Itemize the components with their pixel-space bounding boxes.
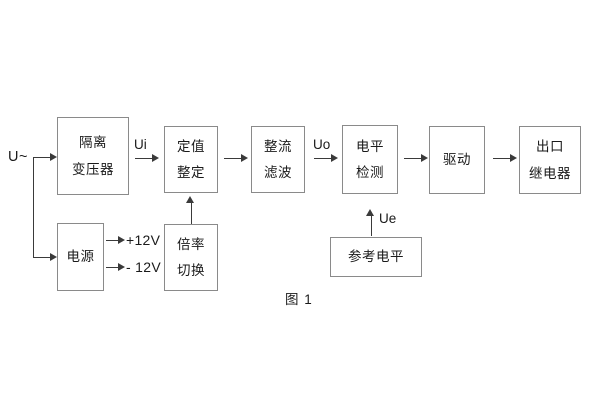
block-line: 电平 [356,138,384,154]
arrow-reference-to-level-line [370,216,372,236]
rail-negative-arrowhead [118,262,125,271]
block-line: 整流 [264,138,292,154]
arrow-setting-to-rectify-line [224,158,241,159]
rail-positive-label: +12V [126,232,161,248]
arrow-rectify-to-level-head [331,153,338,162]
input-branch-top-line [33,157,50,158]
block-line: 驱动 [443,152,471,168]
arrow-level-to-drive-line [404,158,421,159]
block-rectify-filter[interactable]: 整流 滤波 [251,126,305,193]
rail-positive-line [106,240,119,241]
block-line: 倍率 [177,236,205,252]
input-branch-top-arrowhead [50,152,57,161]
input-trunk-vertical [33,157,34,257]
arrow-isolation-to-setting-head [152,153,159,162]
block-line: 隔离 [79,135,107,150]
arrow-isolation-to-setting-line [135,158,152,159]
block-level-detection[interactable]: 电平 检测 [342,125,398,194]
block-line: 滤波 [264,165,292,180]
arrow-reference-to-level-head [366,209,375,216]
block-line: 出口 [536,139,564,154]
arrow-multiplier-to-setting-line [190,203,192,224]
signal-ui-label: Ui [134,137,147,152]
block-reference-level[interactable]: 参考电平 [330,237,422,277]
block-line: 定值 [177,138,205,154]
input-branch-bottom-line [33,257,50,258]
arrow-rectify-to-level-line [314,158,331,159]
signal-ue-label: Ue [379,211,397,226]
block-isolation-transformer[interactable]: 隔离 变压器 [57,117,129,195]
figure-caption: 图 1 [285,292,313,307]
rail-positive-arrowhead [118,235,125,244]
input-voltage-label: U~ [8,149,28,165]
signal-uo-label: Uo [313,137,331,152]
block-drive[interactable]: 驱动 [429,126,485,194]
rail-negative-label: - 12V [126,259,161,275]
block-output-relay[interactable]: 出口 继电器 [519,126,581,194]
input-branch-bottom-arrowhead [50,252,57,261]
block-line: 切换 [177,263,205,278]
arrow-level-to-drive-head [421,153,428,162]
block-line: 整定 [177,165,205,180]
arrow-multiplier-to-setting-head [186,196,195,203]
arrow-setting-to-rectify-head [241,153,248,162]
block-power-supply[interactable]: 电源 [57,223,104,291]
block-line: 变压器 [72,161,114,177]
block-line: 继电器 [529,165,571,181]
arrow-drive-to-relay-head [510,153,517,162]
block-line: 检测 [356,165,384,180]
arrow-drive-to-relay-line [493,158,510,159]
block-setting-value[interactable]: 定值 整定 [164,126,218,193]
block-line: 电源 [66,249,95,265]
rail-negative-line [106,267,119,268]
block-line: 参考电平 [348,249,404,265]
block-multiplier-switch[interactable]: 倍率 切换 [164,224,218,291]
